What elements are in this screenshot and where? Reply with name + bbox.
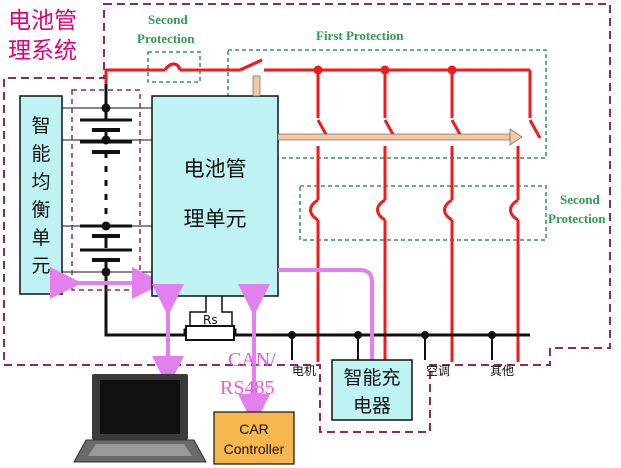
car-controller-box [213,411,295,465]
balancer-char-4: 衡 [31,199,50,221]
second-protection-top-box [147,51,201,83]
second-protection-right-line2: Protection [548,211,606,226]
bms-unit-line2: 理单元 [184,207,247,231]
resistor-sense-lines [189,296,233,326]
second-protection-top-line2: Protection [137,31,195,46]
load-branches [309,70,542,362]
balancer-char-3: 均 [31,171,50,193]
load-label-aircon: 空调 [426,364,450,378]
bms-unit [151,95,279,297]
bms-charger-link [278,268,374,360]
balancer-char-6: 元 [31,255,50,277]
system-title-line1: 电池管 [8,8,77,34]
first-protection-label: First Protection [316,28,404,43]
balancer-char-5: 单 [31,227,50,249]
second-protection-top-line1: Second [148,12,189,27]
switch-control-arrowhead [509,128,523,146]
comm-label-line1: CAN/ [228,349,276,371]
charger-box [331,359,413,421]
balancer-char-1: 智 [31,115,50,137]
comm-label-line2: RS485 [220,377,274,399]
second-protection-right-box [299,185,547,241]
main-switch [239,58,263,72]
main-switch-control [252,75,261,97]
car-controller-line1: CAR [239,421,269,437]
balancer-unit [19,95,63,295]
laptop-icon [73,374,207,463]
ground-taps [291,335,493,360]
resistor-label: Rs [203,313,218,327]
balancer-char-2: 能 [31,143,50,165]
system-boundary [3,3,611,433]
car-controller-line2: Controller [224,441,285,457]
fuse-icon [163,62,182,71]
load-label-motor: 电机 [292,364,316,378]
system-title-line2: 理系统 [8,38,77,64]
switch-control-line [277,133,511,141]
charger-line2: 电器 [353,395,391,417]
load-label-other: 其他 [490,364,514,378]
charger-line1: 智能充 [343,367,400,389]
shunt-resistor [185,325,235,341]
bms-unit-line1: 电池管 [184,157,247,181]
second-protection-right-line1: Second [560,192,601,207]
